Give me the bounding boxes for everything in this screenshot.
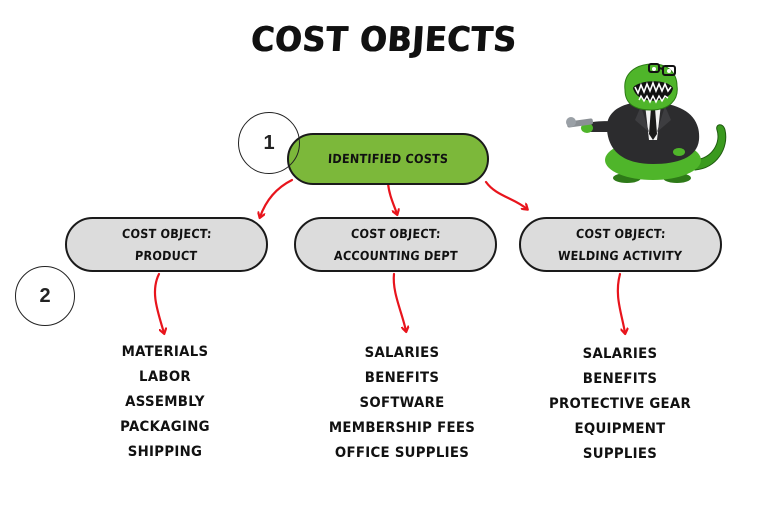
list-item: OFFICE SUPPLIES (334, 445, 470, 461)
welding-cost-items: SALARIES BENEFITS PROTECTIVE GEAR EQUIPM… (535, 342, 705, 467)
accounting-cost-items: SALARIES BENEFITS SOFTWARE MEMBERSHIP FE… (317, 341, 487, 466)
list-item: MEMBERSHIP FEES (328, 420, 476, 436)
list-item: LABOR (139, 369, 191, 385)
arrow-welding-to-items (616, 272, 625, 333)
cost-object-accounting-dept: COST OBJECT: ACCOUNTING DEPT (294, 217, 497, 272)
list-item: PACKAGING (120, 419, 210, 435)
list-item: SALARIES (582, 346, 658, 362)
step-marker-2: 2 (15, 266, 75, 326)
cost-object-name: ACCOUNTING DEPT (333, 247, 458, 263)
list-item: BENEFITS (582, 371, 658, 387)
cost-object-label: COST OBJECT: (350, 225, 441, 241)
arrow-root-to-product (260, 178, 294, 217)
cost-object-product: COST OBJECT: PRODUCT (65, 217, 268, 272)
list-item: SUPPLIES (582, 446, 658, 462)
product-cost-items: MATERIALS LABOR ASSEMBLY PACKAGING SHIPP… (90, 340, 240, 465)
list-item: BENEFITS (364, 370, 440, 386)
list-item: SALARIES (364, 345, 440, 361)
arrow-root-to-accounting (386, 181, 397, 214)
list-item: PROTECTIVE GEAR (548, 396, 692, 412)
dinosaur-businessman-icon (566, 63, 727, 183)
step-marker-1: 1 (238, 112, 300, 174)
cost-object-name: PRODUCT (134, 247, 199, 263)
list-item: MATERIALS (121, 344, 209, 360)
cost-object-label: COST OBJECT: (121, 225, 212, 241)
arrow-product-to-items (153, 272, 164, 333)
cost-object-label: COST OBJECT: (575, 225, 666, 241)
list-item: EQUIPMENT (574, 421, 666, 437)
root-node-identified-costs: IDENTIFIED COSTS (287, 133, 489, 185)
list-item: SOFTWARE (359, 395, 445, 411)
arrow-accounting-to-items (392, 272, 406, 331)
cost-object-name: WELDING ACTIVITY (558, 247, 683, 263)
list-item: ASSEMBLY (125, 394, 205, 410)
list-item: SHIPPING (127, 444, 203, 460)
cost-object-welding-activity: COST OBJECT: WELDING ACTIVITY (519, 217, 722, 272)
diagram-title: COST OBJECTS (249, 20, 519, 60)
arrow-root-to-welding (484, 180, 527, 209)
root-node-label: IDENTIFIED COSTS (327, 151, 449, 166)
